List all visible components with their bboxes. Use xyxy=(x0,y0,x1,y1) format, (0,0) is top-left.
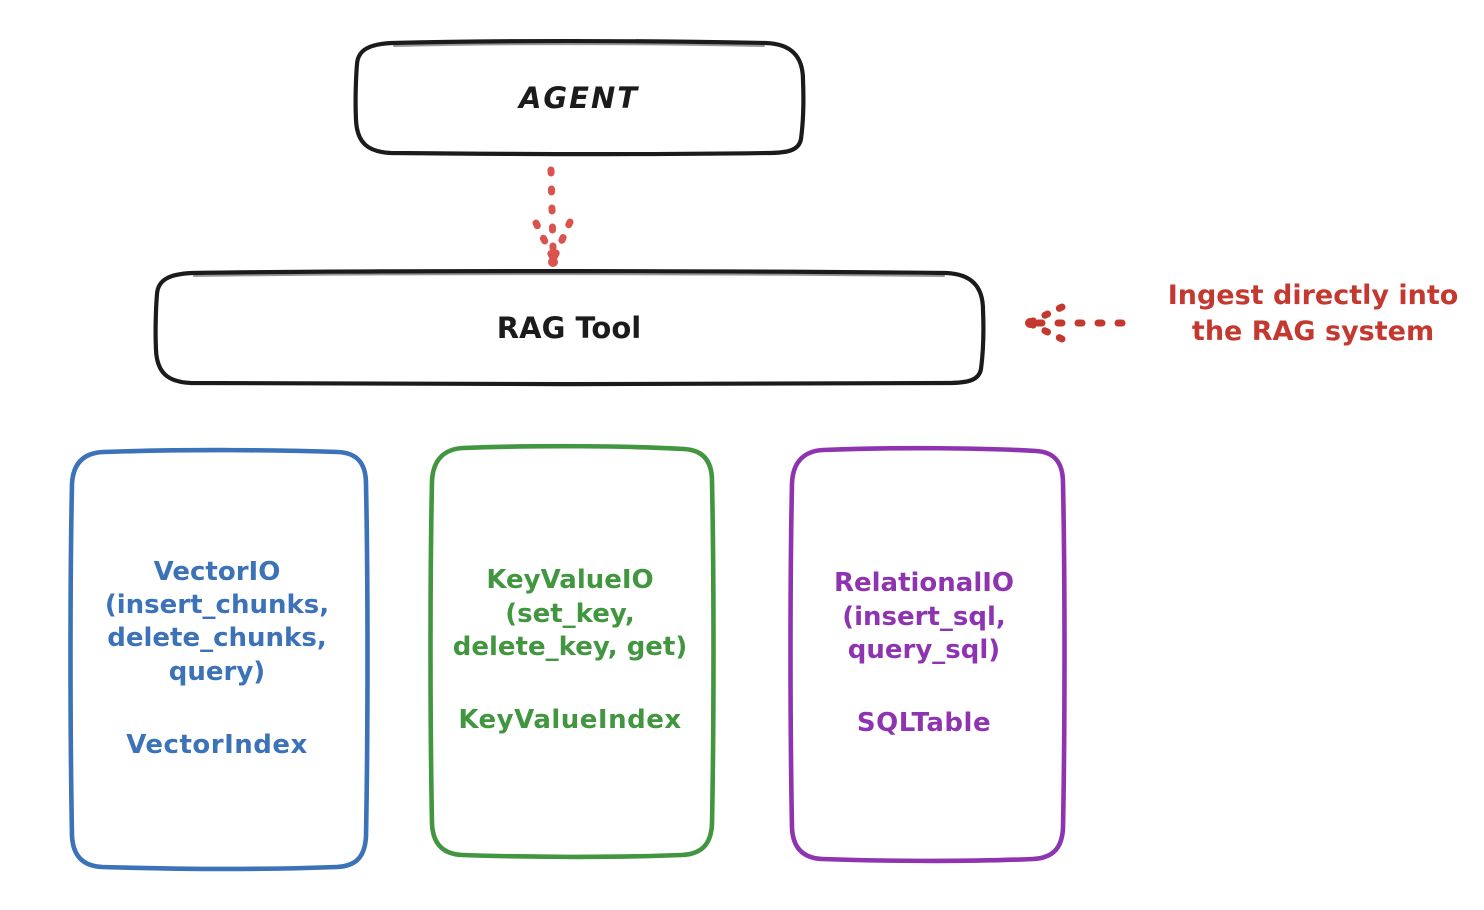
node-rag-tool-shape[interactable] xyxy=(153,269,986,387)
node-vector-io-shape[interactable] xyxy=(68,447,370,872)
node-relational-io-shape[interactable] xyxy=(788,445,1067,864)
node-agent-shape[interactable] xyxy=(353,39,806,157)
connector-ingest-annotation-arrow xyxy=(1025,303,1126,343)
connector-agent-to-rag-tool xyxy=(532,166,574,267)
node-key-value-io-shape[interactable] xyxy=(428,443,716,860)
